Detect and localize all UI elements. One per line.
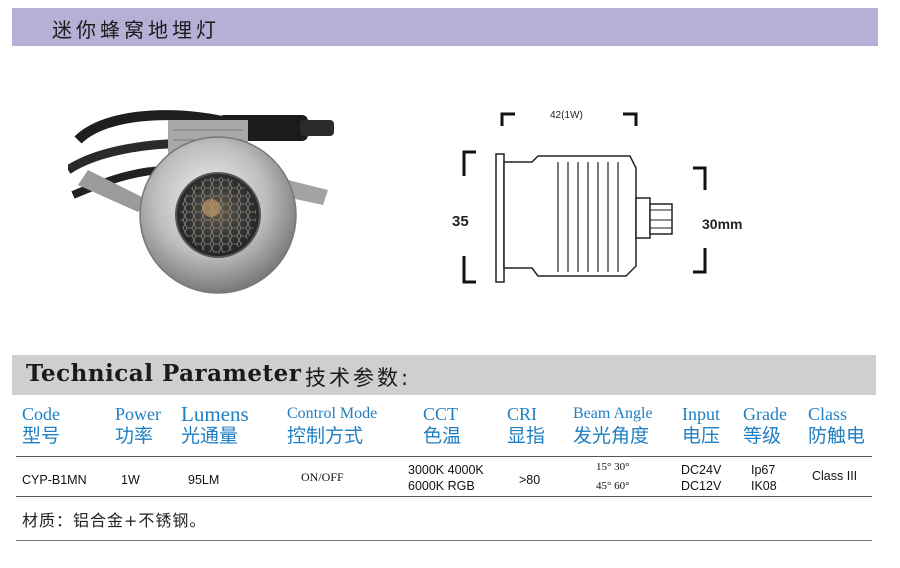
table-divider-bottom <box>16 496 872 497</box>
cell-cct-2: 6000K RGB <box>408 479 475 493</box>
header-cct: CCT 色温 <box>423 404 462 447</box>
top-dimension-label: 42(1W) <box>550 110 583 121</box>
header-control-mode: Control Mode 控制方式 <box>287 405 378 447</box>
header-power: Power 功率 <box>115 404 161 447</box>
cell-input-2: DC12V <box>681 479 722 493</box>
product-title: 迷你蜂窝地埋灯 <box>52 18 220 42</box>
cell-grade-2: IK08 <box>751 479 777 493</box>
header-beam-angle: Beam Angle 发光角度 <box>573 405 653 447</box>
cell-class: Class III <box>812 469 858 483</box>
cell-cct-1: 3000K 4000K <box>408 463 484 477</box>
table-divider-top <box>16 456 872 457</box>
cell-power: 1W <box>121 473 140 487</box>
header-grade: Grade 等级 <box>743 404 787 447</box>
cell-input-1: DC24V <box>681 463 722 477</box>
right-dimension-label: 30mm <box>702 216 742 232</box>
title-banner: 迷你蜂窝地埋灯 <box>12 8 878 46</box>
header-code: Code 型号 <box>22 404 61 447</box>
cell-lumens: 95LM <box>188 473 220 487</box>
dimension-drawing: 42(1W) 35 30mm <box>452 110 742 284</box>
header-class: Class 防触电 <box>808 404 866 447</box>
cell-cri: >80 <box>519 473 541 487</box>
header-lumens: Lumens 光通量 <box>181 402 249 448</box>
section-title: Technical Parameter <box>26 360 302 387</box>
footer-divider <box>16 540 872 541</box>
left-dimension-label: 35 <box>452 213 469 230</box>
section-title-cn: 技术参数: <box>305 366 412 390</box>
product-photo <box>68 110 334 294</box>
material-note: 材质：铝合金+不锈钢。 <box>22 511 207 530</box>
technical-parameter-bar: Technical Parameter 技术参数: <box>12 355 876 395</box>
cell-beam-1: 15° 30° <box>596 461 630 473</box>
cell-control: ON/OFF <box>301 470 344 484</box>
cell-grade-1: Ip67 <box>751 463 776 477</box>
header-cri: CRI 显指 <box>507 404 546 447</box>
header-input: Input 电压 <box>682 404 721 447</box>
cell-beam-2: 45° 60° <box>596 480 630 492</box>
cell-code: CYP-B1MN <box>22 473 87 487</box>
